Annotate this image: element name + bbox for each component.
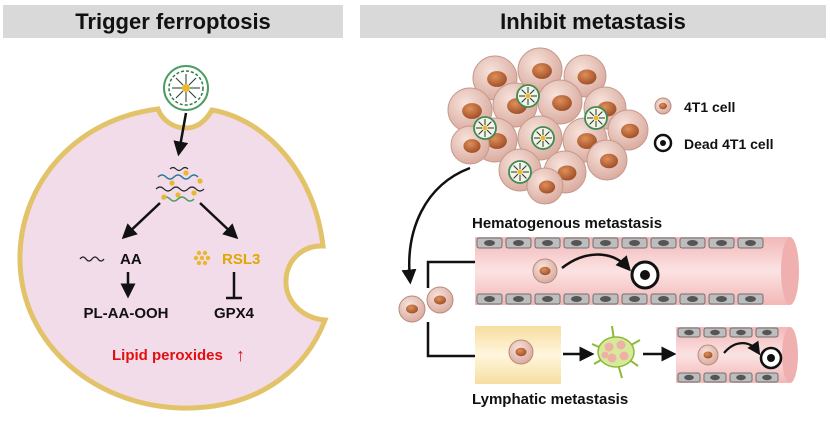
- label-hematogenous-metastasis: Hematogenous metastasis: [472, 215, 662, 232]
- legend-live-cell-label: 4T1 cell: [684, 99, 735, 115]
- legend: 4T1 cell Dead 4T1 cell: [653, 97, 774, 153]
- endothelial-layer-top: [677, 327, 779, 338]
- legend-dead-cell-icon: [653, 133, 673, 153]
- increase-arrow-icon: ↑: [236, 345, 245, 365]
- tumor-cell: [537, 79, 583, 125]
- label-pl-aa-ooh: PL-AA-OOH: [84, 305, 169, 322]
- dead-cell-icon: [759, 346, 783, 370]
- vessel-tumor-cell: [697, 344, 719, 366]
- label-lymphatic-metastasis: Lymphatic metastasis: [472, 391, 628, 408]
- vessel-tumor-cell: [532, 258, 558, 284]
- nanoparticle-icon: [516, 84, 540, 108]
- nanoparticle-icon: [163, 65, 209, 111]
- circulating-cell: [426, 286, 454, 314]
- tumor-cell: [526, 167, 564, 205]
- arrow-to-aa: [121, 202, 161, 240]
- killing-arrow-blood: [561, 253, 631, 272]
- panel-title-inhibit-metastasis: Inhibit metastasis: [360, 5, 826, 38]
- arrow-to-lymph-vessel: [426, 322, 503, 364]
- legend-live-cell-icon: [654, 97, 672, 115]
- tumor-cell: [586, 139, 628, 181]
- killing-arrow-lymph: [723, 340, 761, 356]
- circulating-cell: [398, 295, 426, 323]
- released-payload-icon: [155, 166, 205, 202]
- tumor-cluster: [447, 47, 649, 205]
- dead-cell-icon: [630, 260, 660, 290]
- arrow-to-blood-vessel: [426, 254, 503, 288]
- tumor-cell: [607, 109, 649, 151]
- blood-vessel: [475, 237, 799, 305]
- rsl3-molecule-icon: [193, 250, 211, 266]
- label-gpx4: GPX4: [214, 305, 255, 322]
- endothelial-layer-top: [476, 237, 764, 249]
- legend-dead-cell-label: Dead 4T1 cell: [684, 136, 774, 152]
- nanoparticle-icon: [531, 126, 555, 150]
- label-aa: AA: [120, 251, 142, 268]
- aa-chain-icon: [79, 256, 105, 262]
- nanoparticle-icon: [473, 116, 497, 140]
- endothelial-layer-bottom: [677, 372, 779, 383]
- label-rsl3: RSL3: [222, 251, 260, 268]
- tumor-cell: [517, 47, 563, 93]
- ferroptosis-cell: [17, 106, 329, 411]
- dissemination-arrow: [401, 166, 471, 285]
- nanoparticle-icon: [508, 160, 532, 184]
- lymph-tumor-cell: [508, 339, 534, 365]
- uptake-arrow: [173, 112, 189, 157]
- lymph-node-icon: [591, 325, 641, 379]
- endothelial-layer-bottom: [476, 293, 764, 305]
- label-lipid-peroxides: Lipid peroxides: [112, 347, 223, 364]
- arrow-to-rsl3: [199, 202, 239, 240]
- nanoparticle-icon: [584, 106, 608, 130]
- panel-title-trigger-ferroptosis: Trigger ferroptosis: [3, 5, 343, 38]
